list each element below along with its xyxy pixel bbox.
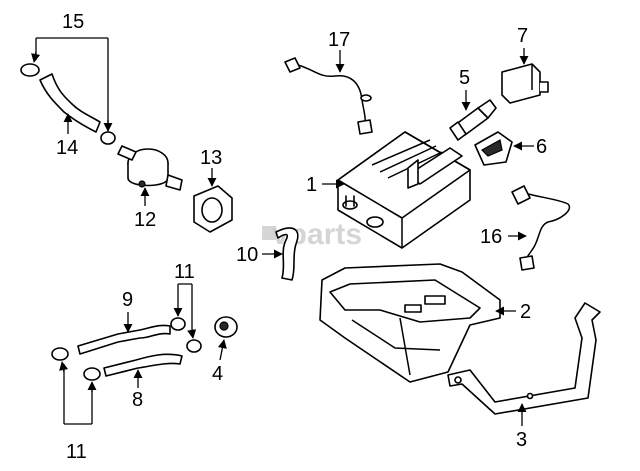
part-7-vent-cap <box>501 63 549 104</box>
part-1-evap-canister <box>337 131 471 249</box>
leader-lines <box>31 37 534 426</box>
part-14-hose <box>39 73 101 133</box>
callout-9: 9 <box>122 289 133 311</box>
part-3-mounting-bracket <box>447 302 601 415</box>
callout-10: 10 <box>236 244 258 266</box>
callout-13: 13 <box>200 147 222 169</box>
part-13-valve-bracket <box>193 185 233 233</box>
part-8-hose <box>103 353 183 377</box>
part-2-canister-tray <box>319 263 501 383</box>
callout-3: 3 <box>516 429 527 451</box>
part-6-clip <box>474 131 513 166</box>
callout-6: 6 <box>536 136 547 158</box>
part-12-purge-valve <box>117 145 183 191</box>
callout-numbers: 1 2 3 4 5 6 7 8 9 10 11 11 12 13 14 15 1… <box>56 11 547 463</box>
part-11-hose-clamps <box>51 317 202 381</box>
callout-5: 5 <box>459 67 470 89</box>
part-10-hose <box>275 227 299 281</box>
callout-2: 2 <box>520 301 531 323</box>
callout-7: 7 <box>517 25 528 47</box>
part-5-check-valve <box>449 99 497 141</box>
callout-14: 14 <box>56 137 78 159</box>
callout-12: 12 <box>134 209 156 231</box>
callout-4: 4 <box>212 363 223 385</box>
callout-8: 8 <box>132 389 143 411</box>
callout-11-upper: 11 <box>174 261 195 283</box>
callout-17: 17 <box>328 29 350 51</box>
part-9-hose <box>77 324 171 355</box>
callout-16: 16 <box>480 226 502 248</box>
callout-1: 1 <box>306 174 317 196</box>
part-16-sensor-harness <box>511 185 571 271</box>
callout-15: 15 <box>62 11 84 33</box>
callout-11-lower: 11 <box>66 441 87 463</box>
part-17-sensor-harness <box>284 57 373 135</box>
part-15-hose-clamps <box>20 63 116 145</box>
part-4-grommet <box>214 316 238 338</box>
